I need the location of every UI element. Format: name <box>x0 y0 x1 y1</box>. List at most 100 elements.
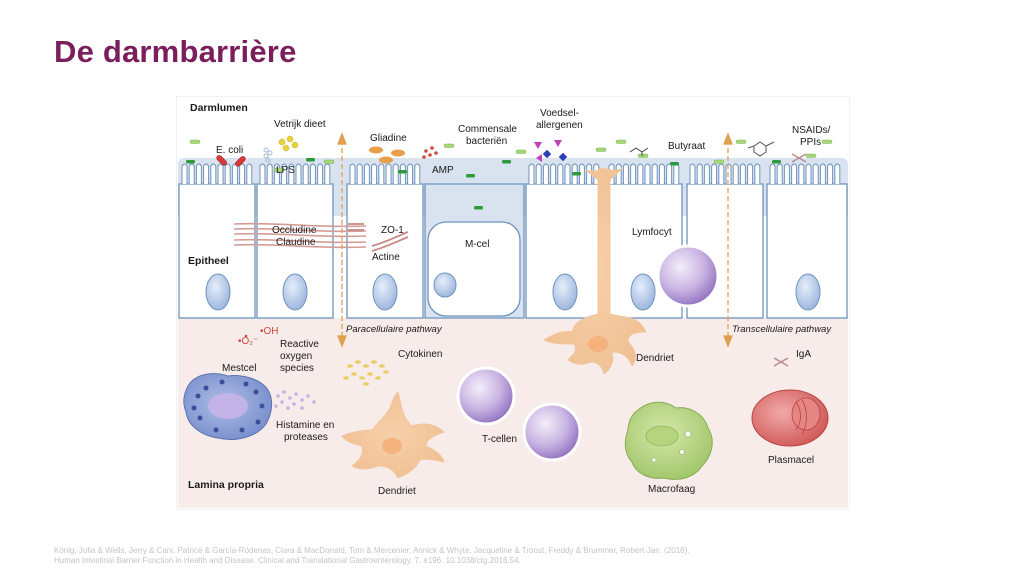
label-dendritic-top: Dendriet <box>636 353 674 364</box>
microvillus <box>644 163 651 184</box>
green-rod-bacteria <box>189 139 833 172</box>
label-lymphocyte: Lymfocyt <box>632 227 672 238</box>
label-histamine-1: Histamine en <box>276 420 334 431</box>
label-zo1: ZO-1 <box>381 225 404 236</box>
label-occludin: Occludine <box>272 225 317 236</box>
microvillus <box>718 163 725 184</box>
microvillus <box>747 163 754 184</box>
microvillus <box>324 163 331 184</box>
label-t-cells: T-cellen <box>482 434 517 445</box>
microvillus <box>259 163 266 184</box>
actin-filaments <box>348 223 409 252</box>
microvillus <box>295 163 302 184</box>
label-dendritic-bottom: Dendriet <box>378 486 416 497</box>
label-ros-2: oxygen <box>280 351 312 362</box>
ecoli-bacteria <box>216 155 246 167</box>
macrophage <box>624 401 713 480</box>
cytokine-dots <box>343 360 389 386</box>
label-mast-cell: Mestcel <box>222 363 256 374</box>
microvillus <box>622 163 629 184</box>
label-amp: AMP <box>432 165 454 176</box>
label-lps: LPS <box>276 165 295 176</box>
microvillus <box>349 163 356 184</box>
microvillus <box>542 163 549 184</box>
microvillus <box>203 163 210 184</box>
microvillus <box>378 163 385 184</box>
microvillus <box>231 163 238 184</box>
microvillus <box>399 163 406 184</box>
t-cells <box>456 366 582 462</box>
intraepithelial-lymphocyte <box>656 244 720 308</box>
label-epithelium: Epitheel <box>188 255 229 267</box>
microvillus <box>783 163 790 184</box>
iga-antibodies-lumen <box>791 153 807 163</box>
microvillus <box>827 163 834 184</box>
label-commensal-2: bacteriën <box>466 136 507 147</box>
microvillus <box>181 163 188 184</box>
ros-symbol <box>244 334 248 338</box>
microvillus <box>224 163 231 184</box>
microvillus <box>819 163 826 184</box>
label-ecoli: E. coli <box>216 145 243 156</box>
dendritic-cell-top <box>542 167 647 375</box>
label-lumen: Darmlumen <box>190 102 248 114</box>
microvillus <box>651 163 658 184</box>
label-m-cell: M-cel <box>465 239 489 250</box>
label-actin: Actine <box>372 252 400 263</box>
microvillus <box>217 163 224 184</box>
microvillus <box>630 163 637 184</box>
label-transcellular: Transcellulaire pathway <box>732 324 832 335</box>
gliadin-particles <box>369 146 405 164</box>
microvillus <box>239 163 246 184</box>
butyrate-molecule <box>629 147 649 156</box>
microvillus <box>392 163 399 184</box>
transcellular-arrow <box>723 132 733 348</box>
microvillus <box>739 163 746 184</box>
citation-line-2: Human Intestinal Barrier Function in Hea… <box>54 556 521 565</box>
commensal-bacteria <box>186 158 781 210</box>
microvillus <box>363 163 370 184</box>
citation-line-1: König, Julia & Wells, Jerry & Cani, Patr… <box>54 546 690 555</box>
microvillus <box>317 163 324 184</box>
microvillus <box>407 163 414 184</box>
label-ros-1: Reactive <box>280 339 319 350</box>
mast-cell <box>183 373 273 440</box>
m-cell <box>427 221 521 317</box>
microvillus <box>586 163 593 184</box>
tight-junction-strands <box>233 222 367 249</box>
gut-barrier-diagram: Darmlumen Epitheel Lamina propria E. col… <box>176 96 850 510</box>
label-claudin: Claudine <box>276 237 316 248</box>
dendritic-cell-bottom <box>341 391 445 479</box>
microvillus <box>550 163 557 184</box>
lamina-propria-region <box>178 318 848 508</box>
microvillus <box>798 163 805 184</box>
microvillus <box>266 163 273 184</box>
paracellular-arrow <box>337 132 347 348</box>
label-oh-radical: •OH <box>260 326 279 337</box>
label-butyrate: Butyraat <box>668 141 705 152</box>
microvillus <box>302 163 309 184</box>
label-nsaid-1: NSAIDs/ <box>792 125 831 136</box>
label-histamine-2: proteases <box>284 432 328 443</box>
microvillus <box>696 163 703 184</box>
microvillus <box>535 163 542 184</box>
label-macrophage: Macrofaag <box>648 484 695 495</box>
slide-title: De darmbarrière <box>54 34 297 69</box>
microvillus <box>703 163 710 184</box>
label-nsaid-2: PPIs <box>800 137 821 148</box>
nsaid-molecule <box>747 141 775 157</box>
microvillus <box>371 163 378 184</box>
plasma-cell <box>751 389 829 447</box>
label-lamina-propria: Lamina propria <box>188 479 264 491</box>
microvillus <box>791 163 798 184</box>
epithelial-nuclei <box>205 272 821 311</box>
microvillus <box>385 163 392 184</box>
microvillus <box>805 163 812 184</box>
microvillus <box>210 163 217 184</box>
microvillus <box>711 163 718 184</box>
histamine-granules <box>274 390 316 410</box>
label-allergen-1: Voedsel- <box>540 108 579 119</box>
label-gliadin: Gliadine <box>370 133 407 144</box>
microvillus <box>769 163 776 184</box>
microvillus <box>528 163 535 184</box>
